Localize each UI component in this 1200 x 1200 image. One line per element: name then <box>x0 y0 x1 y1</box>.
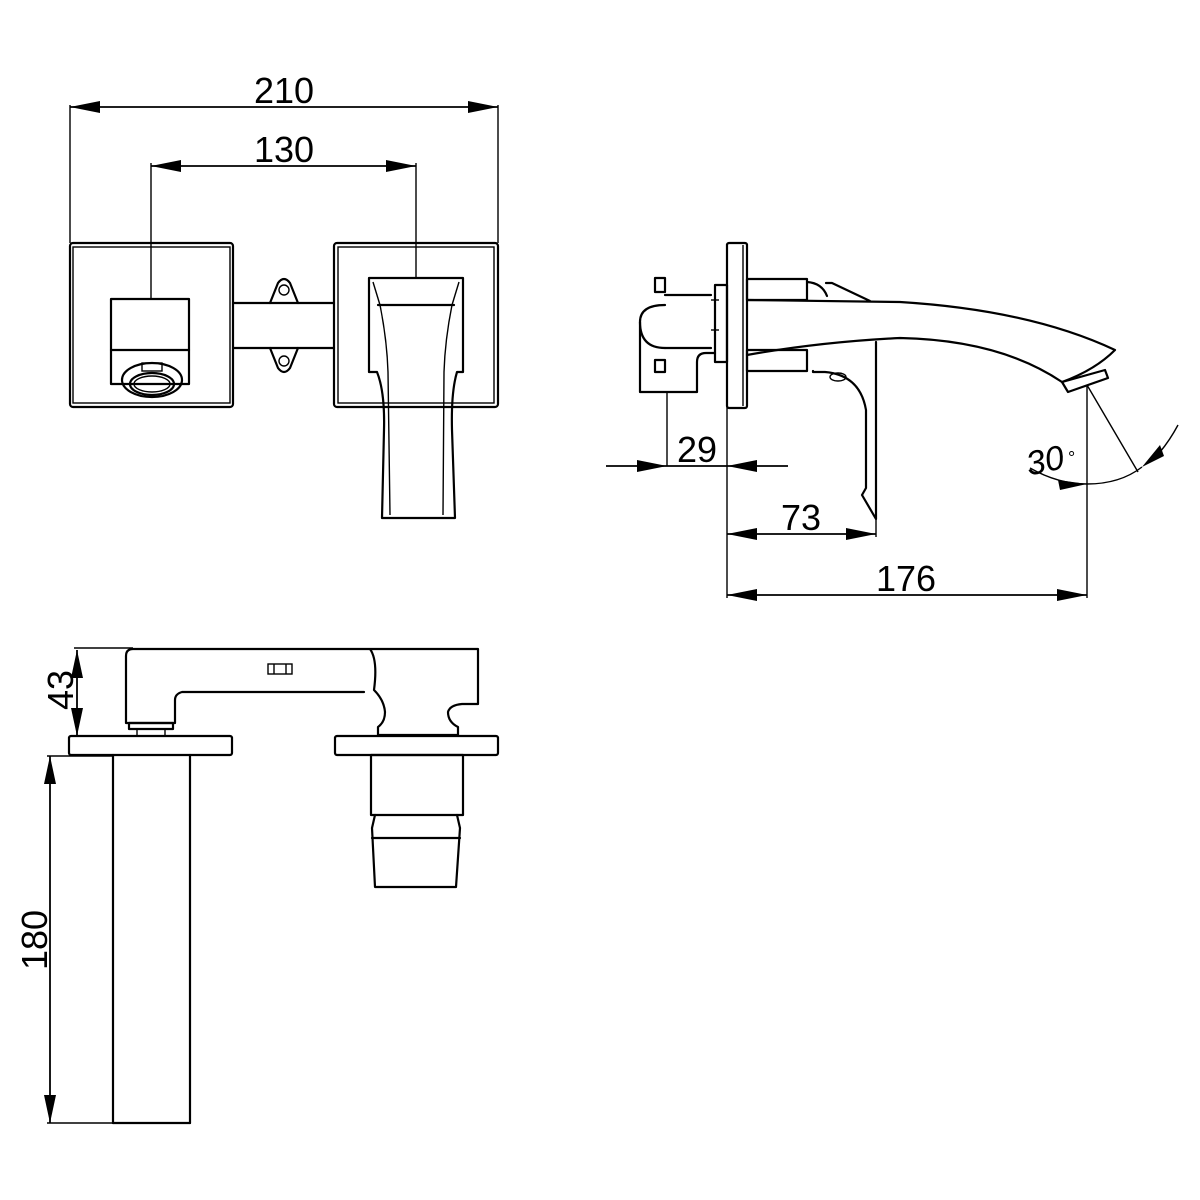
dimension-43 <box>71 647 133 736</box>
dim-label-176: 176 <box>876 558 936 599</box>
spout-plate <box>332 241 500 520</box>
body-top <box>124 647 480 737</box>
wall-plate <box>725 241 749 410</box>
handle-side <box>638 276 729 394</box>
dim-label-180: 180 <box>14 910 55 970</box>
dim-label-30: 30 <box>1023 438 1068 483</box>
spout-side <box>745 277 1117 394</box>
angle-30deg <box>1029 384 1179 490</box>
plate-left-top <box>67 734 234 757</box>
dimension-210 <box>69 101 499 243</box>
plate-right-top <box>333 734 500 757</box>
dim-label-130: 130 <box>254 129 314 170</box>
dimension-29 <box>606 392 788 598</box>
dim-label-210: 210 <box>254 70 314 111</box>
dim-label-73: 73 <box>781 497 821 538</box>
side-view: 29 73 176 30 ° <box>606 241 1179 601</box>
lever-side <box>811 340 878 521</box>
dimension-130 <box>150 160 417 299</box>
dim-label-43: 43 <box>40 670 81 710</box>
dimension-176 <box>727 385 1088 601</box>
dim-label-29: 29 <box>677 429 717 470</box>
top-view: 43 180 <box>14 647 500 1125</box>
connecting-bar <box>231 277 336 374</box>
handle-plate <box>68 241 235 409</box>
degree-symbol: ° <box>1068 448 1075 468</box>
dimension-73 <box>727 519 877 540</box>
dimension-180 <box>44 755 113 1124</box>
front-view: 210 130 <box>68 70 500 520</box>
